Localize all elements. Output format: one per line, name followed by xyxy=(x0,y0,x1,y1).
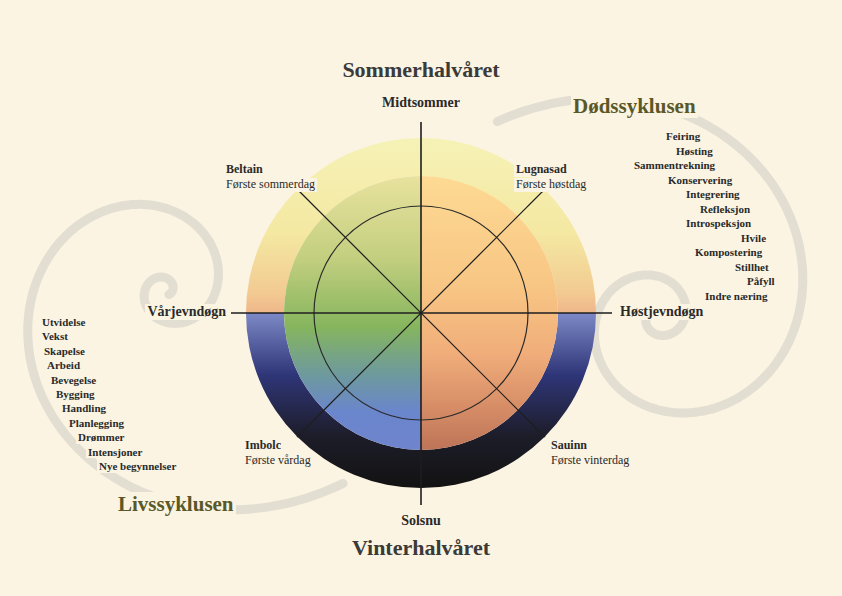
half-year-heading: Vinterhalvåret xyxy=(350,535,492,560)
festival-name: Lugnasad xyxy=(514,163,569,177)
festival-date: Første vårdag xyxy=(243,454,313,468)
cycle-item: Sammentrekning xyxy=(632,159,717,172)
season-label: Vårjevndøgn xyxy=(145,304,228,320)
cycle-item: Drømmer xyxy=(76,431,126,444)
festival-date: Første høstdag xyxy=(514,178,588,192)
cycle-item: Høsting xyxy=(674,145,715,158)
season-label: Midtsommer xyxy=(380,95,462,111)
cycle-item: Feiring xyxy=(664,130,702,143)
festival-date: Første vinterdag xyxy=(549,454,631,468)
cycle-item: Bygging xyxy=(54,388,97,401)
cycle-item: Hvile xyxy=(739,232,768,245)
cycle-item: Kompostering xyxy=(693,246,764,259)
diagonal-line xyxy=(297,189,545,437)
cycle-item: Planlegging xyxy=(67,417,126,430)
festival-name: Beltain xyxy=(224,163,265,177)
cycle-item: Utvidelse xyxy=(40,316,87,329)
season-label: Solsnu xyxy=(399,513,443,529)
cycle-item: Påfyll xyxy=(745,275,777,288)
spiral-decoration xyxy=(28,99,803,510)
cycle-item: Vekst xyxy=(40,330,70,343)
cycle-item: Integrering xyxy=(684,188,742,201)
cycle-item: Skapelse xyxy=(42,345,87,358)
season-label: Høstjevndøgn xyxy=(618,304,705,320)
cycle-item: Stillhet xyxy=(733,261,771,274)
cycle-item: Arbeid xyxy=(45,359,82,372)
festival-date: Første sommerdag xyxy=(224,178,317,192)
cycle-item: Refleksjon xyxy=(698,203,752,216)
cycle-item: Konservering xyxy=(666,174,734,187)
festival-name: Imbolc xyxy=(243,439,283,453)
cycle-item: Handling xyxy=(60,402,108,415)
cycle-item: Intensjoner xyxy=(86,446,144,459)
half-year-heading: Sommerhalvåret xyxy=(340,57,501,82)
cycle-item: Bevegelse xyxy=(49,374,98,387)
diagonal-line xyxy=(297,189,545,437)
festival-name: Sauinn xyxy=(549,439,589,453)
cycle-item: Indre næring xyxy=(703,290,769,303)
cycle-heading: Dødssyklusen xyxy=(571,94,698,118)
cycle-item: Introspeksjon xyxy=(684,217,753,230)
cycle-item: Nye begynnelser xyxy=(97,460,178,473)
cycle-heading: Livssyklusen xyxy=(116,492,236,516)
